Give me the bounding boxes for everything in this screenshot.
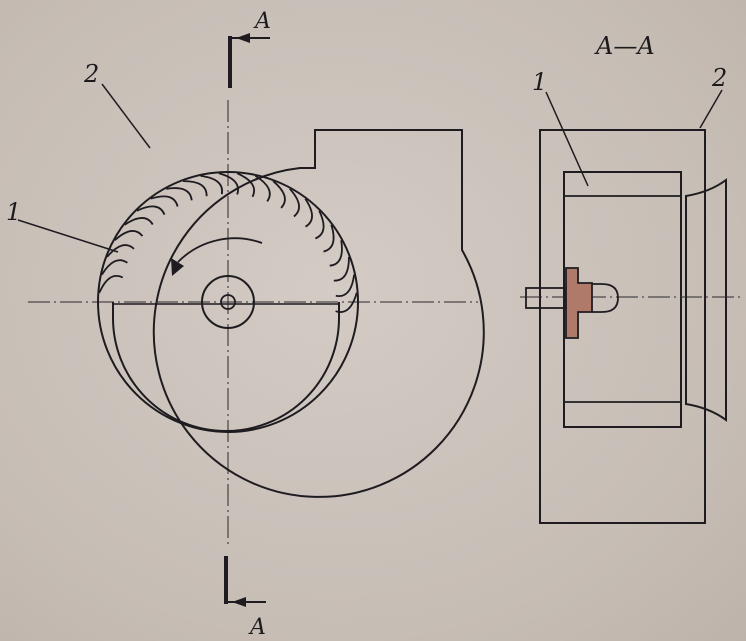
section-mark-bottom: A [224,556,266,640]
leader-line-2-section [699,89,723,129]
part-label-1-section: 1 [532,68,547,96]
hub-outer [201,275,255,329]
section-view-title: A—A [594,32,655,60]
impeller-blade [272,180,286,209]
impeller-blade [150,195,179,207]
inlet-bell [685,178,727,422]
part-label-2-section: 2 [711,64,727,92]
shaft [525,287,567,309]
impeller-blade [329,240,343,267]
leader-line-1-section [545,91,589,187]
impeller-blade [254,175,271,202]
housing-outline [539,129,706,524]
rotation-arrow [177,237,263,263]
rotation-arrow-head [171,258,184,276]
hub-shaft [220,294,236,310]
impeller-section [563,171,682,428]
hub-section [565,267,593,339]
hub-nut [592,283,619,313]
section-view: A—A 1 2 [520,32,742,524]
section-letter-bottom: A [248,615,266,640]
impeller-inner-ring [112,302,340,432]
impeller-blades [98,172,358,313]
volute-casing [152,129,485,498]
section-mark-top: A [228,9,271,88]
impeller-blade [101,259,128,276]
impeller-blade [166,187,193,201]
impeller-blade [323,224,335,253]
impeller-outer-ring [97,171,359,433]
impeller-blade [335,274,355,298]
impeller-blade [114,230,144,241]
impeller-blade [136,205,166,215]
leader-line-2 [101,83,151,149]
impeller-blade [333,256,350,282]
impeller-blade [124,217,154,226]
impeller-blade [218,172,239,195]
impeller-blade [304,198,313,228]
impeller-blade [335,292,358,313]
impeller-blade [106,244,135,258]
section-letter-top: A [253,9,271,34]
impeller-blade [236,172,256,198]
impeller-blade [289,188,300,218]
leader-line-1 [17,219,119,253]
impeller-blade [98,274,124,294]
front-view: A A 2 1 [6,9,485,640]
impeller-blade [182,180,208,197]
impeller-blade [315,210,325,240]
part-label-1-front: 1 [6,198,21,226]
part-label-2-front: 2 [83,60,99,88]
impeller-blade [200,175,224,195]
